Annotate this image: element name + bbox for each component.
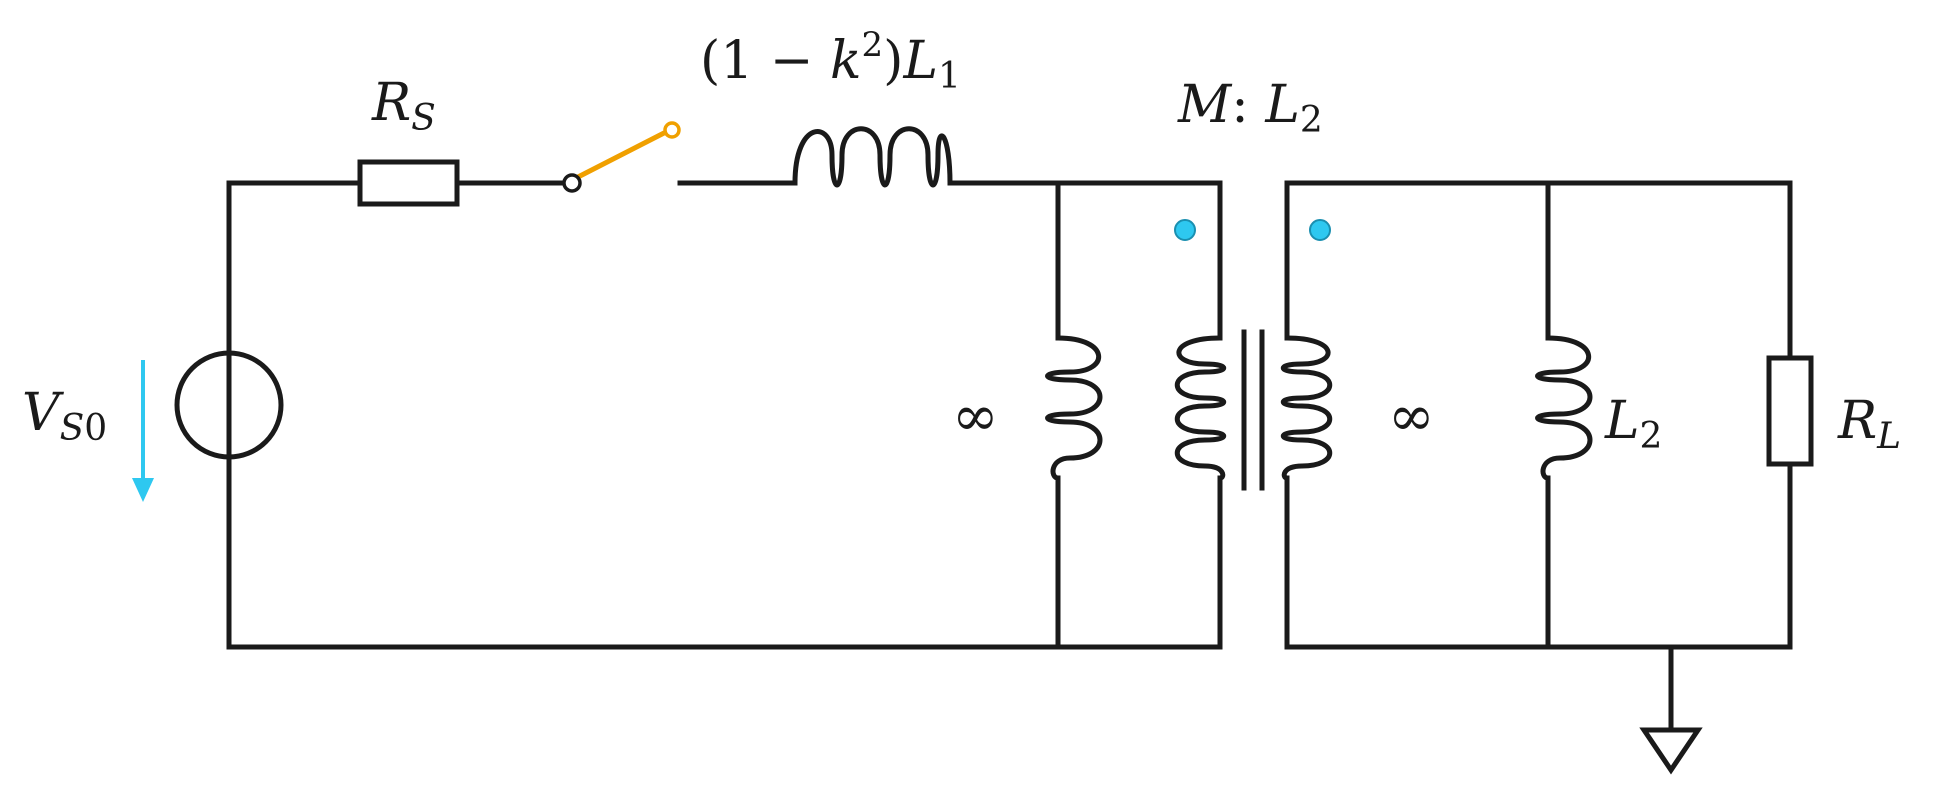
transformer-primary-coil xyxy=(1174,335,1227,481)
label-source-resistor: RS xyxy=(371,73,436,139)
label-infinity-primary: ∞ xyxy=(952,384,999,449)
label-mutual: M: L2 xyxy=(1177,75,1323,141)
label-load-resistor: RL xyxy=(1837,391,1901,457)
label-leakage-inductor: (1 − k2)L1 xyxy=(700,25,961,97)
switch[interactable] xyxy=(562,121,681,193)
primary-wires xyxy=(226,180,1223,650)
ground-symbol xyxy=(1639,727,1703,775)
transformer-secondary-coil xyxy=(1280,335,1333,481)
polarity-dot-primary xyxy=(1174,219,1196,241)
voltage-arrow xyxy=(132,360,154,502)
source-resistor xyxy=(357,159,460,207)
switch-contact xyxy=(663,121,681,139)
secondary-wires xyxy=(1284,180,1793,733)
label-infinity-secondary: ∞ xyxy=(1388,384,1435,449)
secondary-inductor xyxy=(1535,335,1593,481)
load-resistor xyxy=(1766,355,1814,467)
voltage-source xyxy=(174,350,284,460)
polarity-dot-secondary xyxy=(1309,219,1331,241)
label-secondary-inductor: L2 xyxy=(1604,391,1662,457)
leakage-inductor xyxy=(792,126,953,188)
switch-pivot xyxy=(562,173,582,193)
magnetizing-inductor-primary xyxy=(1045,335,1103,481)
label-source-voltage: VS0 xyxy=(22,383,107,449)
transformer-core xyxy=(1241,329,1265,491)
